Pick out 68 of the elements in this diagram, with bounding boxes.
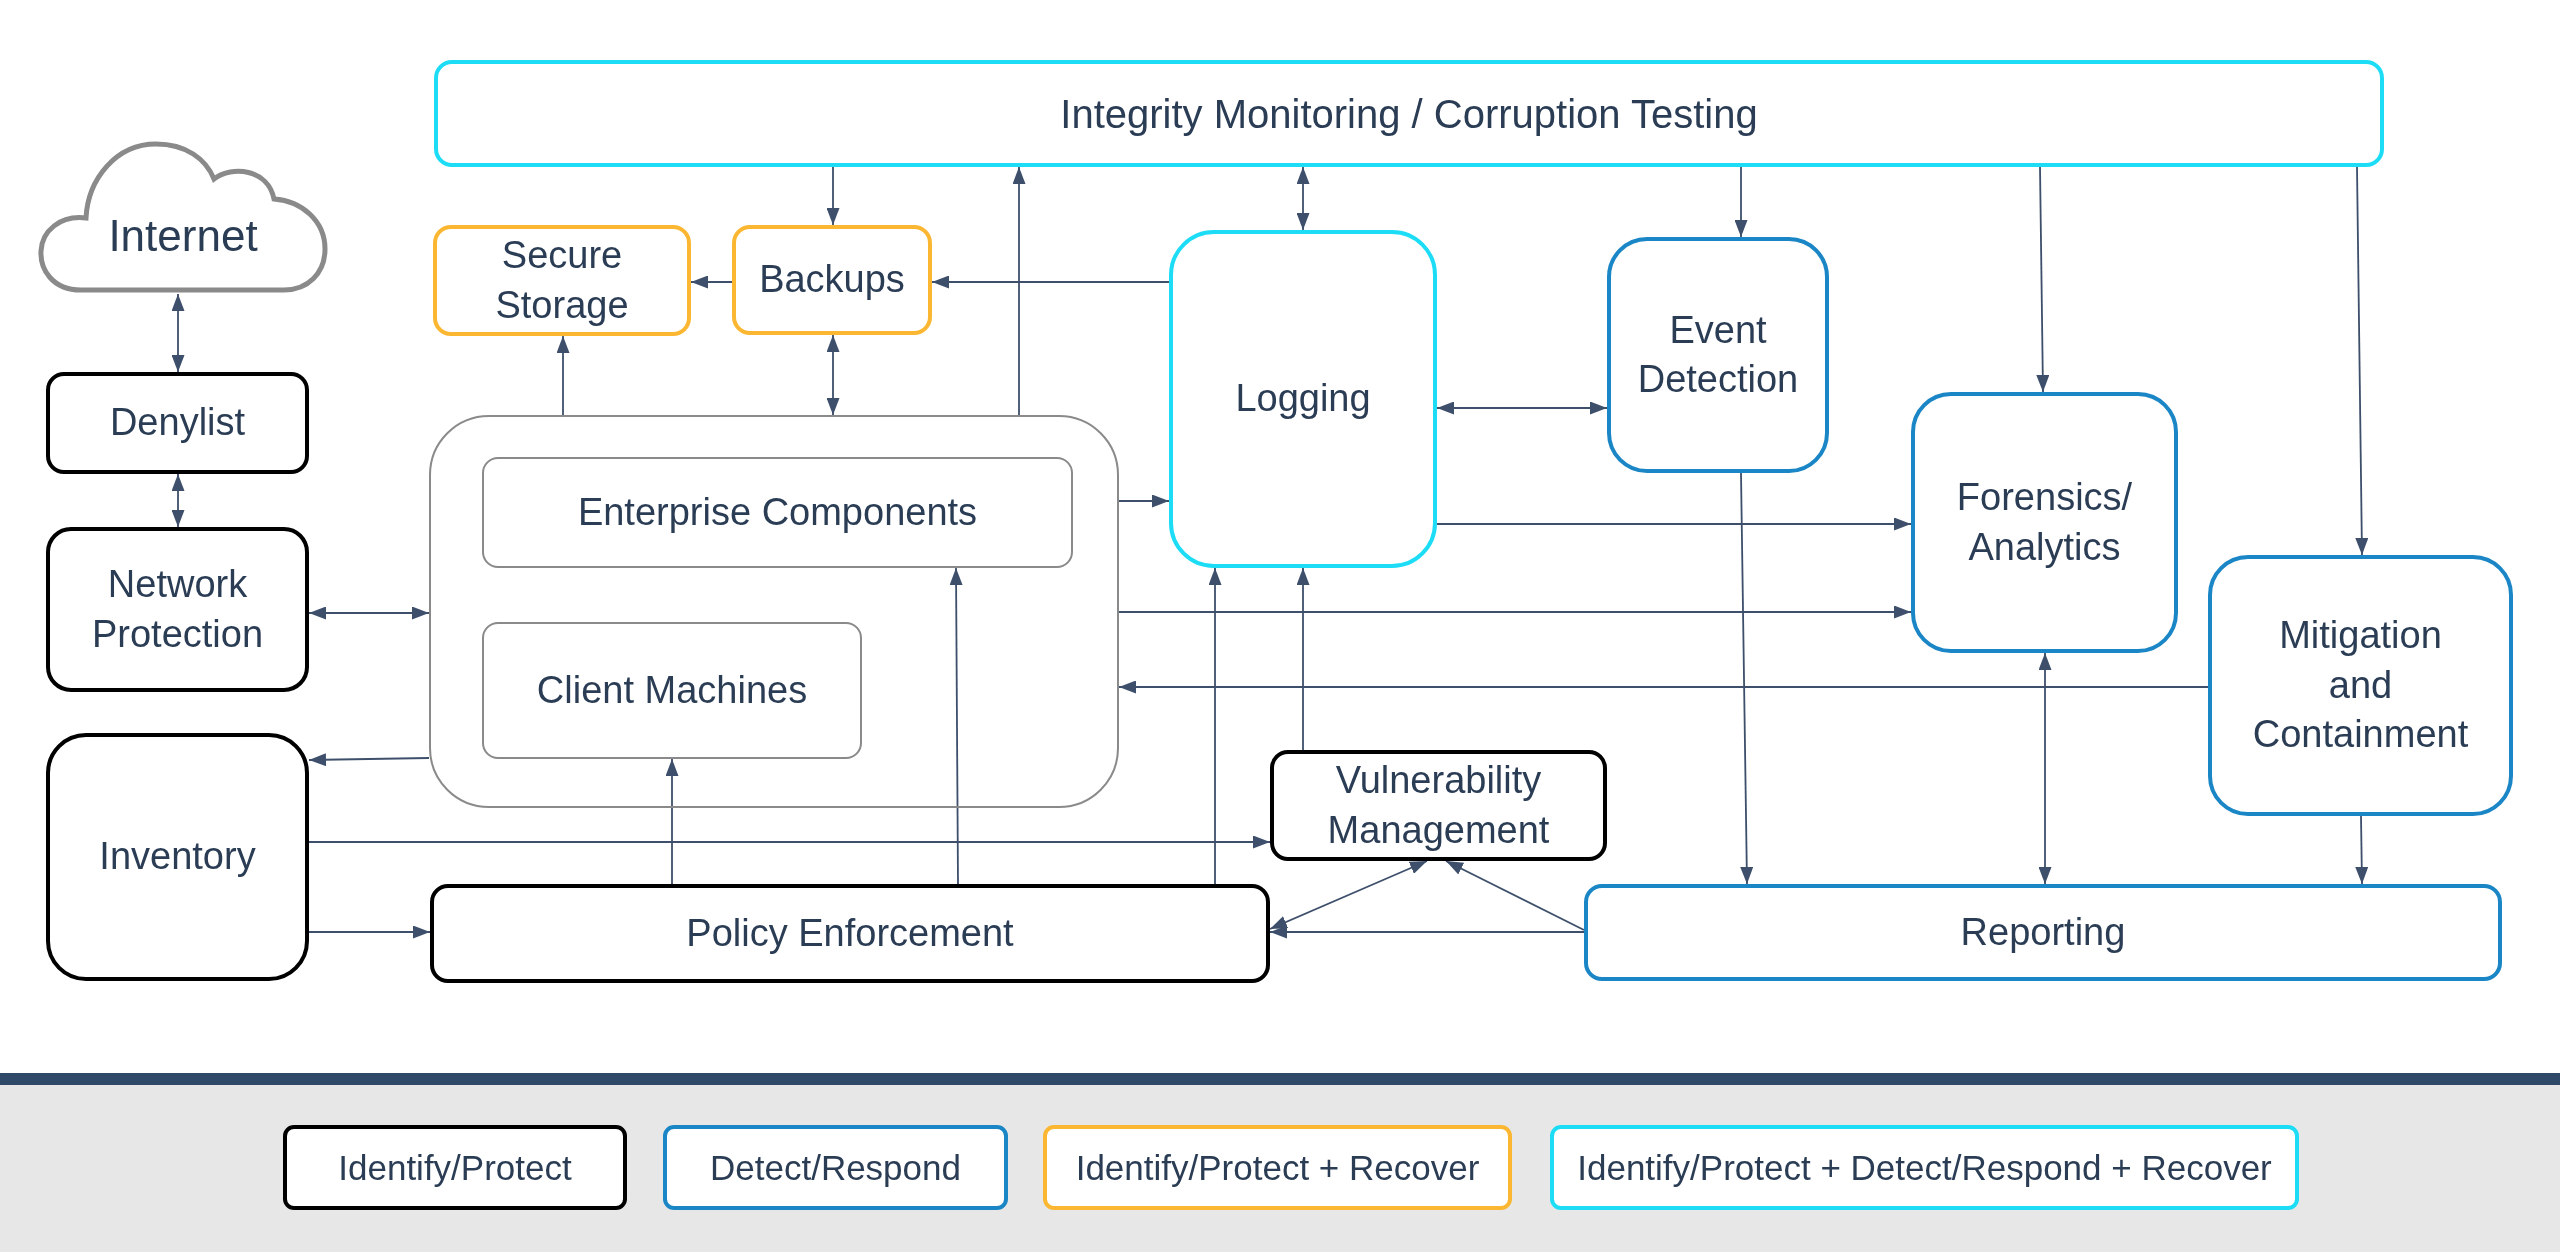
arrow xyxy=(931,275,1170,289)
arrow xyxy=(1436,401,1608,415)
process-box xyxy=(46,733,309,981)
arrow xyxy=(826,334,840,416)
cloud-shape xyxy=(36,139,330,294)
legend-label: Identify/Protect + Recover xyxy=(1075,1147,1480,1188)
arrow xyxy=(1734,166,1748,238)
process-box xyxy=(430,884,1270,983)
arrow xyxy=(2036,166,2050,393)
process-box xyxy=(46,372,309,474)
arrow xyxy=(171,473,185,528)
arrow xyxy=(1208,567,1222,885)
process-box xyxy=(1169,230,1437,568)
arrow xyxy=(2038,652,2052,885)
node-label: Denylist xyxy=(109,400,246,446)
arrow xyxy=(1445,860,1585,931)
arrow xyxy=(690,275,733,289)
arrow xyxy=(308,753,430,767)
arrow xyxy=(826,166,840,226)
node-label: Mitigation and Containment xyxy=(2251,613,2470,758)
arrow xyxy=(1740,472,1754,885)
arrow xyxy=(171,293,185,373)
arrow xyxy=(1118,680,2209,694)
arrow xyxy=(308,835,1271,849)
process-box xyxy=(46,527,309,692)
node-label: Enterprise Components xyxy=(577,489,978,535)
arrow xyxy=(1012,166,1026,416)
node-label: Vulnerability Management xyxy=(1326,758,1551,853)
node-label: Client Machines xyxy=(536,667,808,713)
arrow xyxy=(308,606,430,620)
arrow xyxy=(665,758,679,885)
node-label: Logging xyxy=(1235,376,1371,422)
process-box xyxy=(433,225,691,336)
arrow xyxy=(949,567,963,885)
process-box xyxy=(732,225,932,335)
node-label: Integrity Monitoring / Corruption Testing xyxy=(1060,90,1758,138)
arrow xyxy=(1118,605,1912,619)
arrow xyxy=(308,925,431,939)
process-box xyxy=(434,60,2384,167)
node-label: Policy Enforcement xyxy=(686,910,1014,956)
legend-label: Identify/Protect + Detect/Respond + Recover xyxy=(1577,1147,2272,1188)
process-box xyxy=(1584,884,2502,981)
process-box xyxy=(1607,237,1829,473)
process-box xyxy=(2208,555,2513,816)
node-label: Network Protection xyxy=(90,562,265,657)
process-box xyxy=(1270,750,1607,861)
arrow xyxy=(1436,517,1912,531)
node-label: Forensics/ Analytics xyxy=(1955,475,2134,570)
arrow xyxy=(1269,860,1428,930)
process-box xyxy=(482,622,862,759)
node-label: Reporting xyxy=(1960,909,2126,955)
legend-label: Identify/Protect xyxy=(338,1147,572,1188)
process-box xyxy=(1911,392,2178,653)
arrow xyxy=(556,335,570,416)
arrow xyxy=(1118,494,1170,508)
node-label: Secure Storage xyxy=(494,233,630,328)
node-label: Backups xyxy=(759,257,905,303)
arrow xyxy=(1296,166,1310,231)
process-box xyxy=(482,457,1073,568)
arrow xyxy=(2355,815,2369,885)
group-box xyxy=(429,415,1119,808)
node-label: Event Detection xyxy=(1636,307,1800,402)
legend-label: Detect/Respond xyxy=(710,1147,961,1188)
node-label: Internet xyxy=(108,209,258,262)
node-label: Inventory xyxy=(99,834,256,880)
arrow xyxy=(1296,567,1310,751)
arrow xyxy=(2355,166,2369,556)
arrow xyxy=(1269,925,1585,939)
